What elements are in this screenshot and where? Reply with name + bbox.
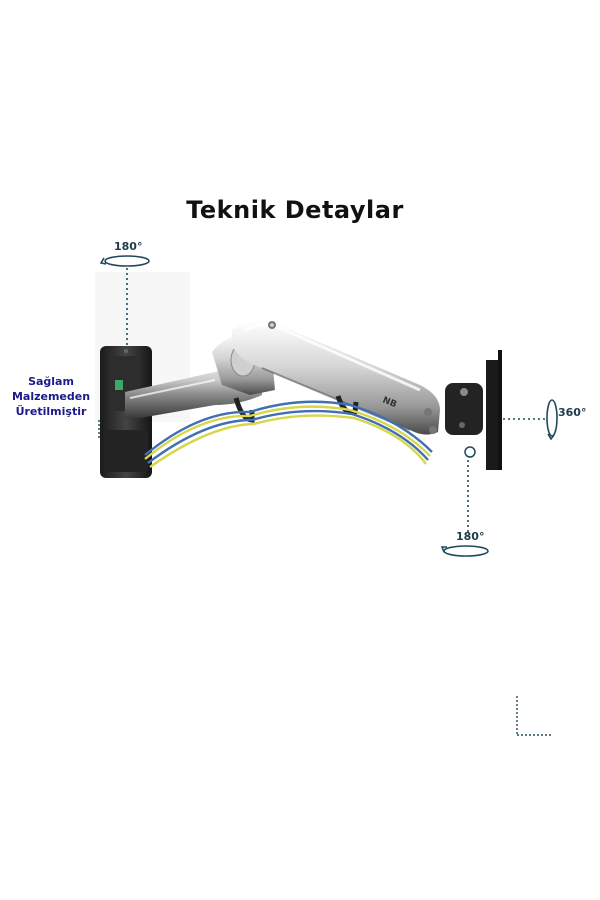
rotation-label-head-bottom: 180°: [456, 530, 485, 543]
feature-label-line-1: Sağlam: [28, 375, 74, 388]
rotate-arrow-icon-head-right: [546, 399, 558, 441]
cables: [144, 400, 433, 468]
feature-label-line-3: Üretilmiştir: [15, 405, 87, 418]
tilt-head: [445, 350, 502, 470]
rotate-arrow-icon-wall-top: [99, 255, 150, 267]
rotation-label-head-right: 360°: [558, 406, 587, 419]
feature-label: Sağlam Malzemeden Üretilmiştir: [4, 374, 98, 419]
page-title: Teknik Detaylar: [186, 196, 404, 224]
rotation-label-wall-top: 180°: [114, 240, 143, 253]
corner-marker: [516, 696, 551, 736]
feature-label-line-2: Malzemeden: [11, 390, 91, 403]
rotate-arrow-icon-head-bottom: [440, 545, 489, 557]
